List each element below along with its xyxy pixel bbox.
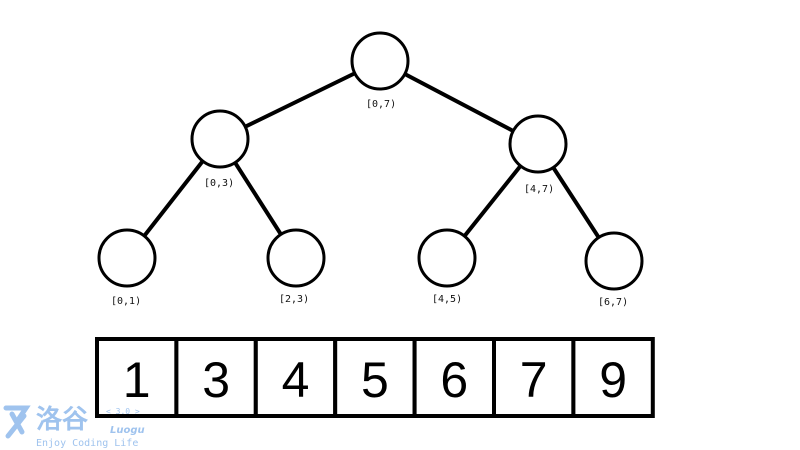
watermark-slogan: Enjoy Coding Life	[36, 438, 138, 449]
array-cell-4	[412, 337, 497, 418]
array-cell-3	[333, 337, 417, 418]
watermark-version: < 3.0 >	[106, 407, 140, 416]
watermark-name: Luogu	[110, 425, 145, 436]
tree-node-ll	[97, 228, 157, 288]
tree-node-label-rr: [6,7)	[598, 297, 628, 308]
tree-node-rr	[584, 231, 644, 291]
tree-node-label-left: [0,3)	[204, 178, 234, 189]
tree-edge-root-right	[378, 59, 540, 146]
tree-edge-root-left	[218, 59, 382, 141]
luogu-logo-icon	[3, 405, 31, 439]
tree-node-right	[508, 114, 568, 174]
array-cell-value-0: 1	[123, 352, 151, 408]
tree-node-left	[190, 109, 250, 169]
tree-node-rl	[417, 228, 477, 288]
array-cell-value-5: 7	[520, 352, 548, 408]
tree-node-root	[350, 31, 410, 91]
tree-node-lr	[266, 228, 326, 288]
tree-node-label-right: [4,7)	[524, 184, 554, 195]
watermark-logo-text: 洛谷	[36, 404, 89, 435]
array-cell-value-4: 6	[440, 352, 468, 408]
array-cell-5	[492, 337, 576, 418]
array-cell-value-3: 5	[361, 352, 389, 408]
array-cell-value-1: 3	[202, 352, 230, 408]
array-cell-6	[571, 337, 655, 418]
tree-node-label-root: [0,7)	[366, 99, 396, 110]
tree-node-label-lr: [2,3)	[279, 294, 309, 305]
tree-nodes: [0,7) [0,3) [4,7) [0,1) [2,3) [4,5) [6,7)	[97, 31, 644, 308]
luogu-watermark: 洛谷 < 3.0 > Luogu Enjoy Coding Life	[3, 404, 145, 449]
tree-node-label-ll: [0,1)	[111, 296, 141, 307]
array-cell-value-6: 9	[599, 352, 627, 408]
array-cell-0	[95, 337, 179, 418]
array-cell-value-2: 4	[282, 352, 310, 408]
tree-node-label-rl: [4,5)	[432, 294, 462, 305]
